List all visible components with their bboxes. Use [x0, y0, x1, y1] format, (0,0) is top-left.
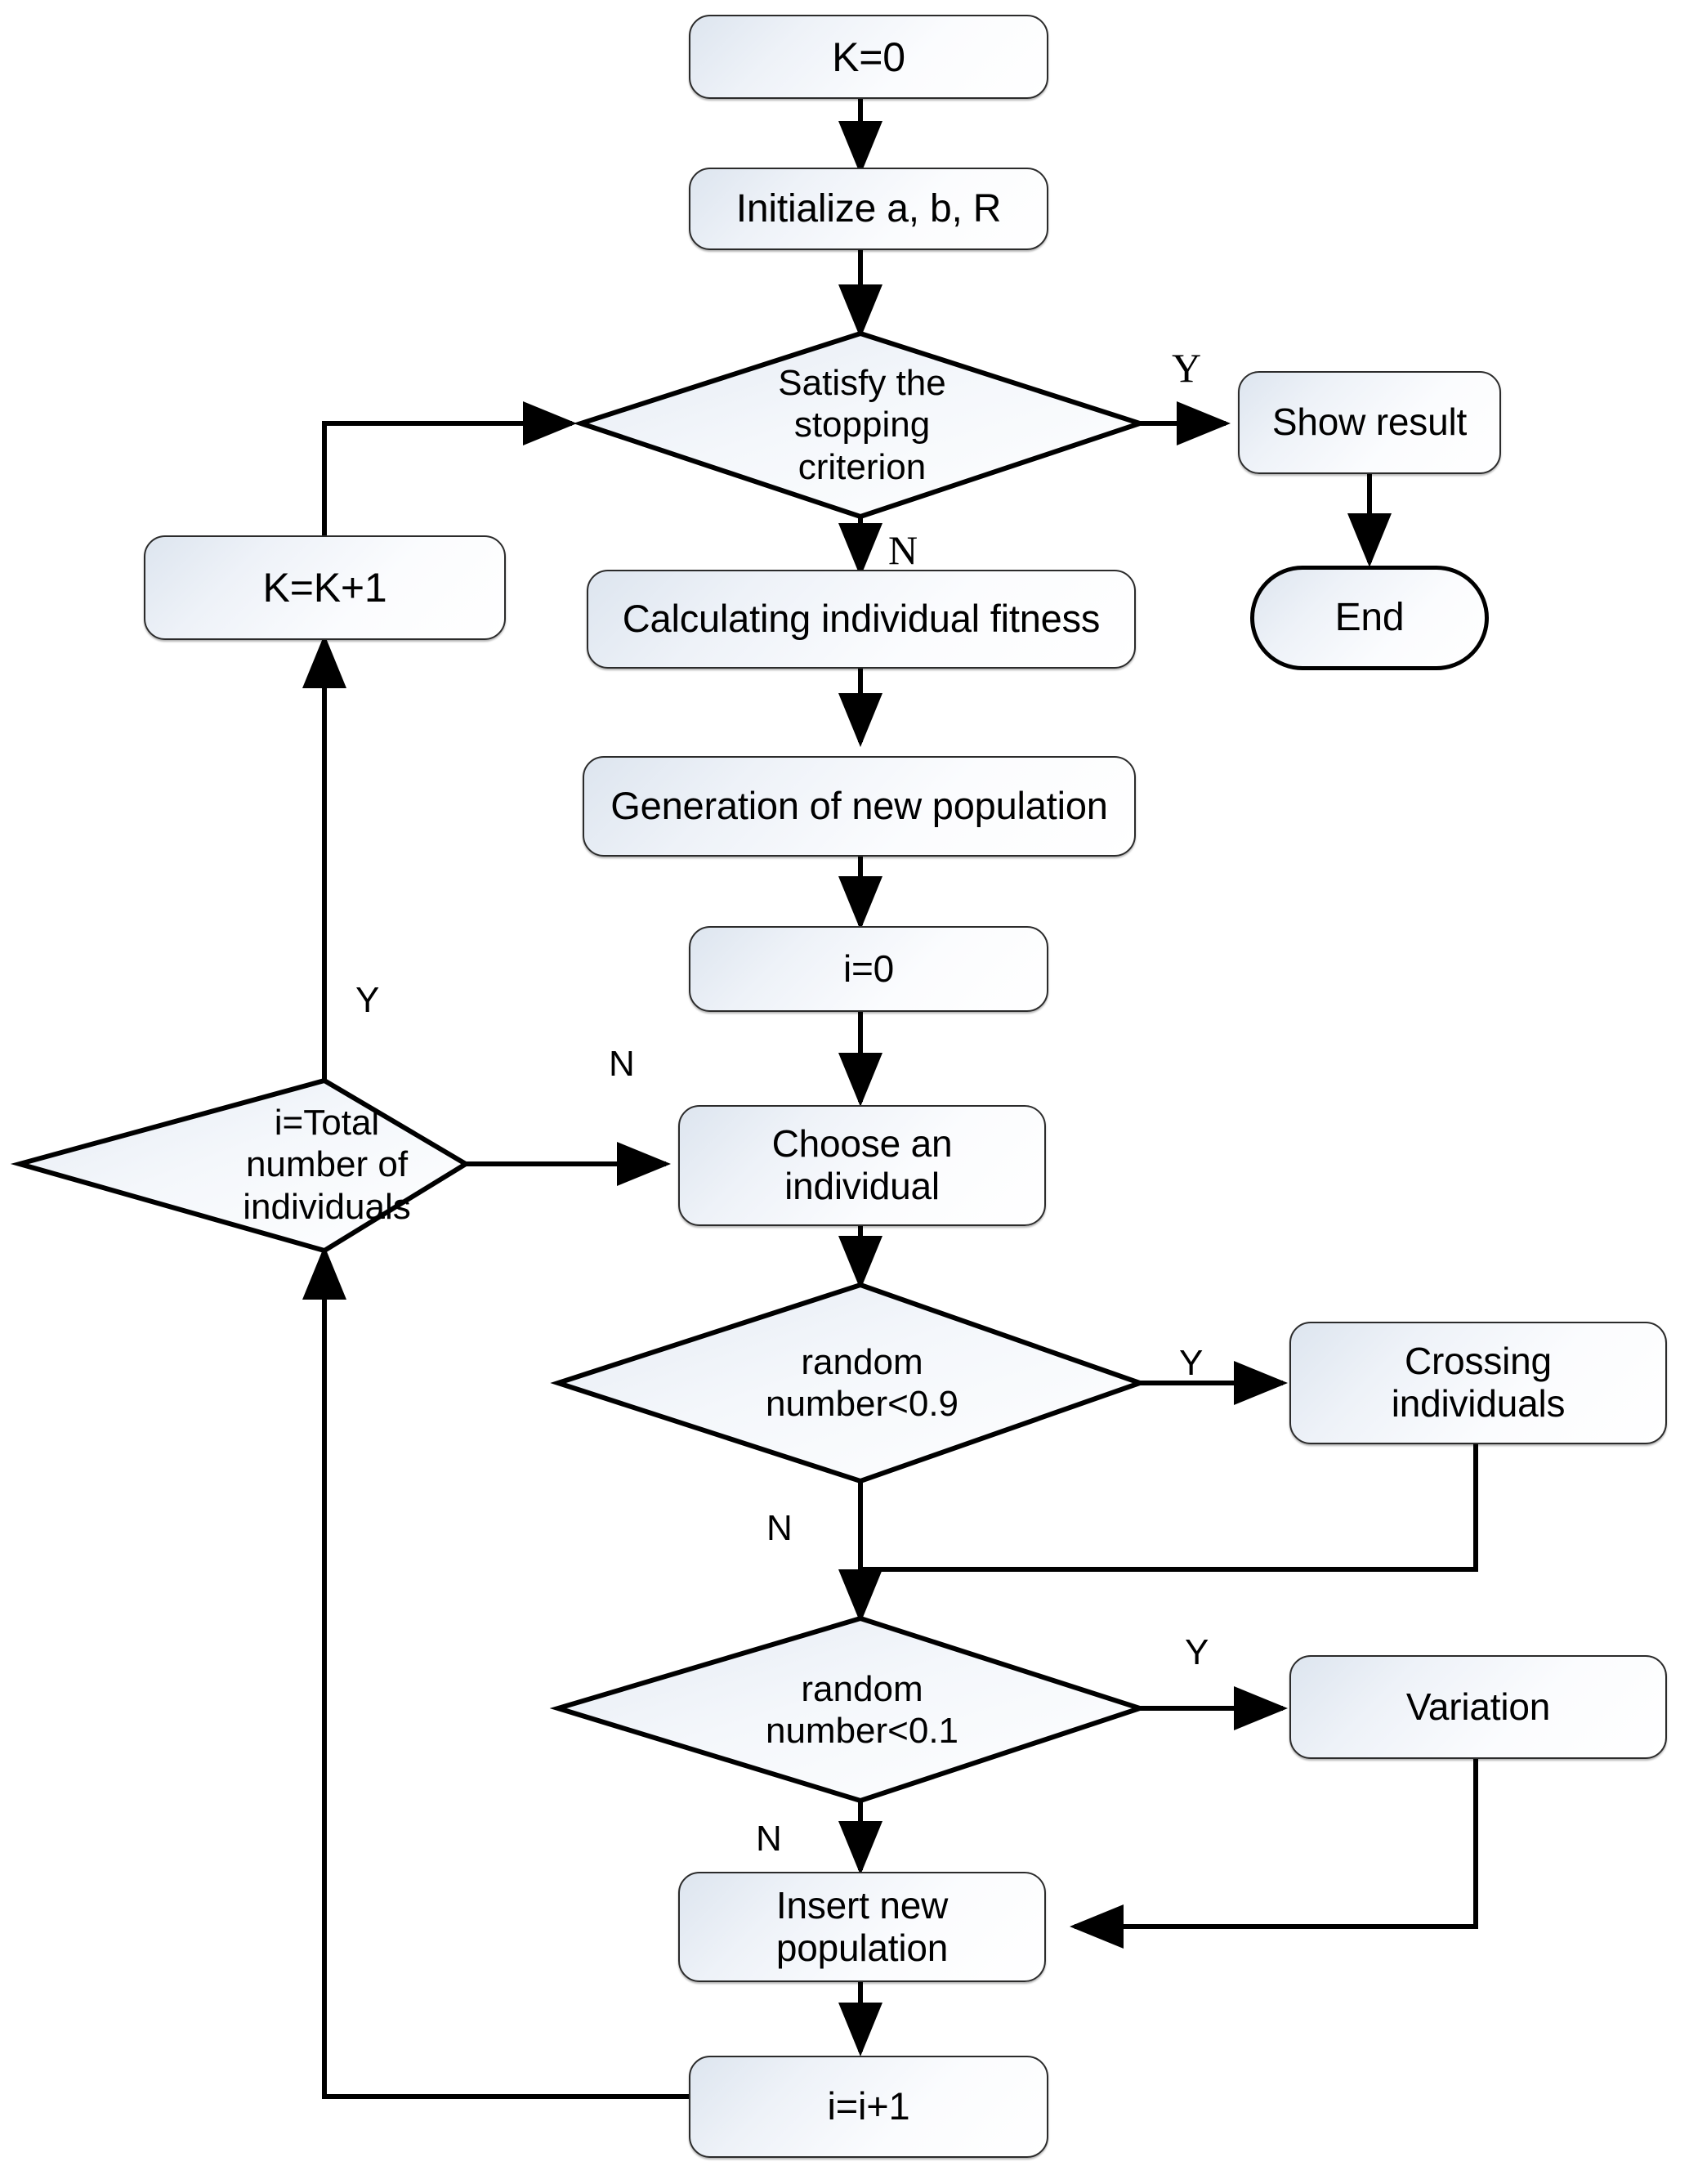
node-crossing-individuals-label: Crossing individuals [1391, 1340, 1566, 1425]
node-choose-individual-label: Choose an individual [771, 1122, 953, 1207]
branch-label-itotal-yes: Y [355, 980, 380, 1020]
decision-rand01 [549, 1615, 1148, 1804]
edge-kinc-stop [322, 401, 577, 538]
node-i0-label: i=0 [842, 947, 895, 990]
branch-label-stop-yes: Y [1172, 345, 1202, 391]
node-end-label: End [1334, 596, 1405, 640]
branch-label-rand09-no: N [766, 1508, 793, 1548]
node-show-result[interactable]: Show result [1238, 371, 1501, 474]
branch-label-rand09-yes: Y [1179, 1343, 1204, 1383]
node-k0-label: K=0 [832, 34, 905, 80]
node-calculating-fitness[interactable]: Calculating individual fitness [587, 570, 1136, 669]
edge-variation-insert [1070, 1759, 1478, 1949]
node-i-increment[interactable]: i=i+1 [689, 2056, 1048, 2158]
branch-label-rand01-yes: Y [1185, 1632, 1209, 1672]
edge-iinc-itotal [302, 1246, 689, 2099]
node-generation-new-population[interactable]: Generation of new population [583, 756, 1136, 857]
branch-label-rand01-no: N [756, 1819, 782, 1859]
node-k0[interactable]: K=0 [689, 15, 1048, 99]
decision-rand09 [550, 1282, 1148, 1484]
node-k-increment[interactable]: K=K+1 [144, 535, 506, 640]
node-i-increment-label: i=i+1 [827, 2084, 910, 2128]
node-generation-new-population-label: Generation of new population [610, 784, 1108, 828]
node-k-increment-label: K=K+1 [262, 565, 387, 611]
edge-crossing-merge [860, 1444, 1478, 1572]
node-choose-individual[interactable]: Choose an individual [678, 1105, 1046, 1226]
node-show-result-label: Show result [1271, 401, 1468, 444]
node-insert-new-population[interactable]: Insert new population [678, 1872, 1046, 1982]
node-i0[interactable]: i=0 [689, 926, 1048, 1012]
node-insert-new-population-label: Insert new population [775, 1883, 949, 1969]
decision-itotal [10, 1077, 471, 1254]
node-initialize-label: Initialize a, b, R [735, 186, 1002, 230]
node-calculating-fitness-label: Calculating individual fitness [622, 597, 1101, 641]
node-variation-label: Variation [1405, 1685, 1551, 1728]
node-end[interactable]: End [1250, 566, 1489, 670]
node-initialize[interactable]: Initialize a, b, R [689, 168, 1048, 250]
decision-stop [573, 330, 1148, 520]
node-variation[interactable]: Variation [1289, 1655, 1667, 1759]
branch-label-stop-no: N [888, 527, 918, 573]
node-crossing-individuals[interactable]: Crossing individuals [1289, 1322, 1667, 1444]
branch-label-itotal-no: N [609, 1044, 635, 1084]
